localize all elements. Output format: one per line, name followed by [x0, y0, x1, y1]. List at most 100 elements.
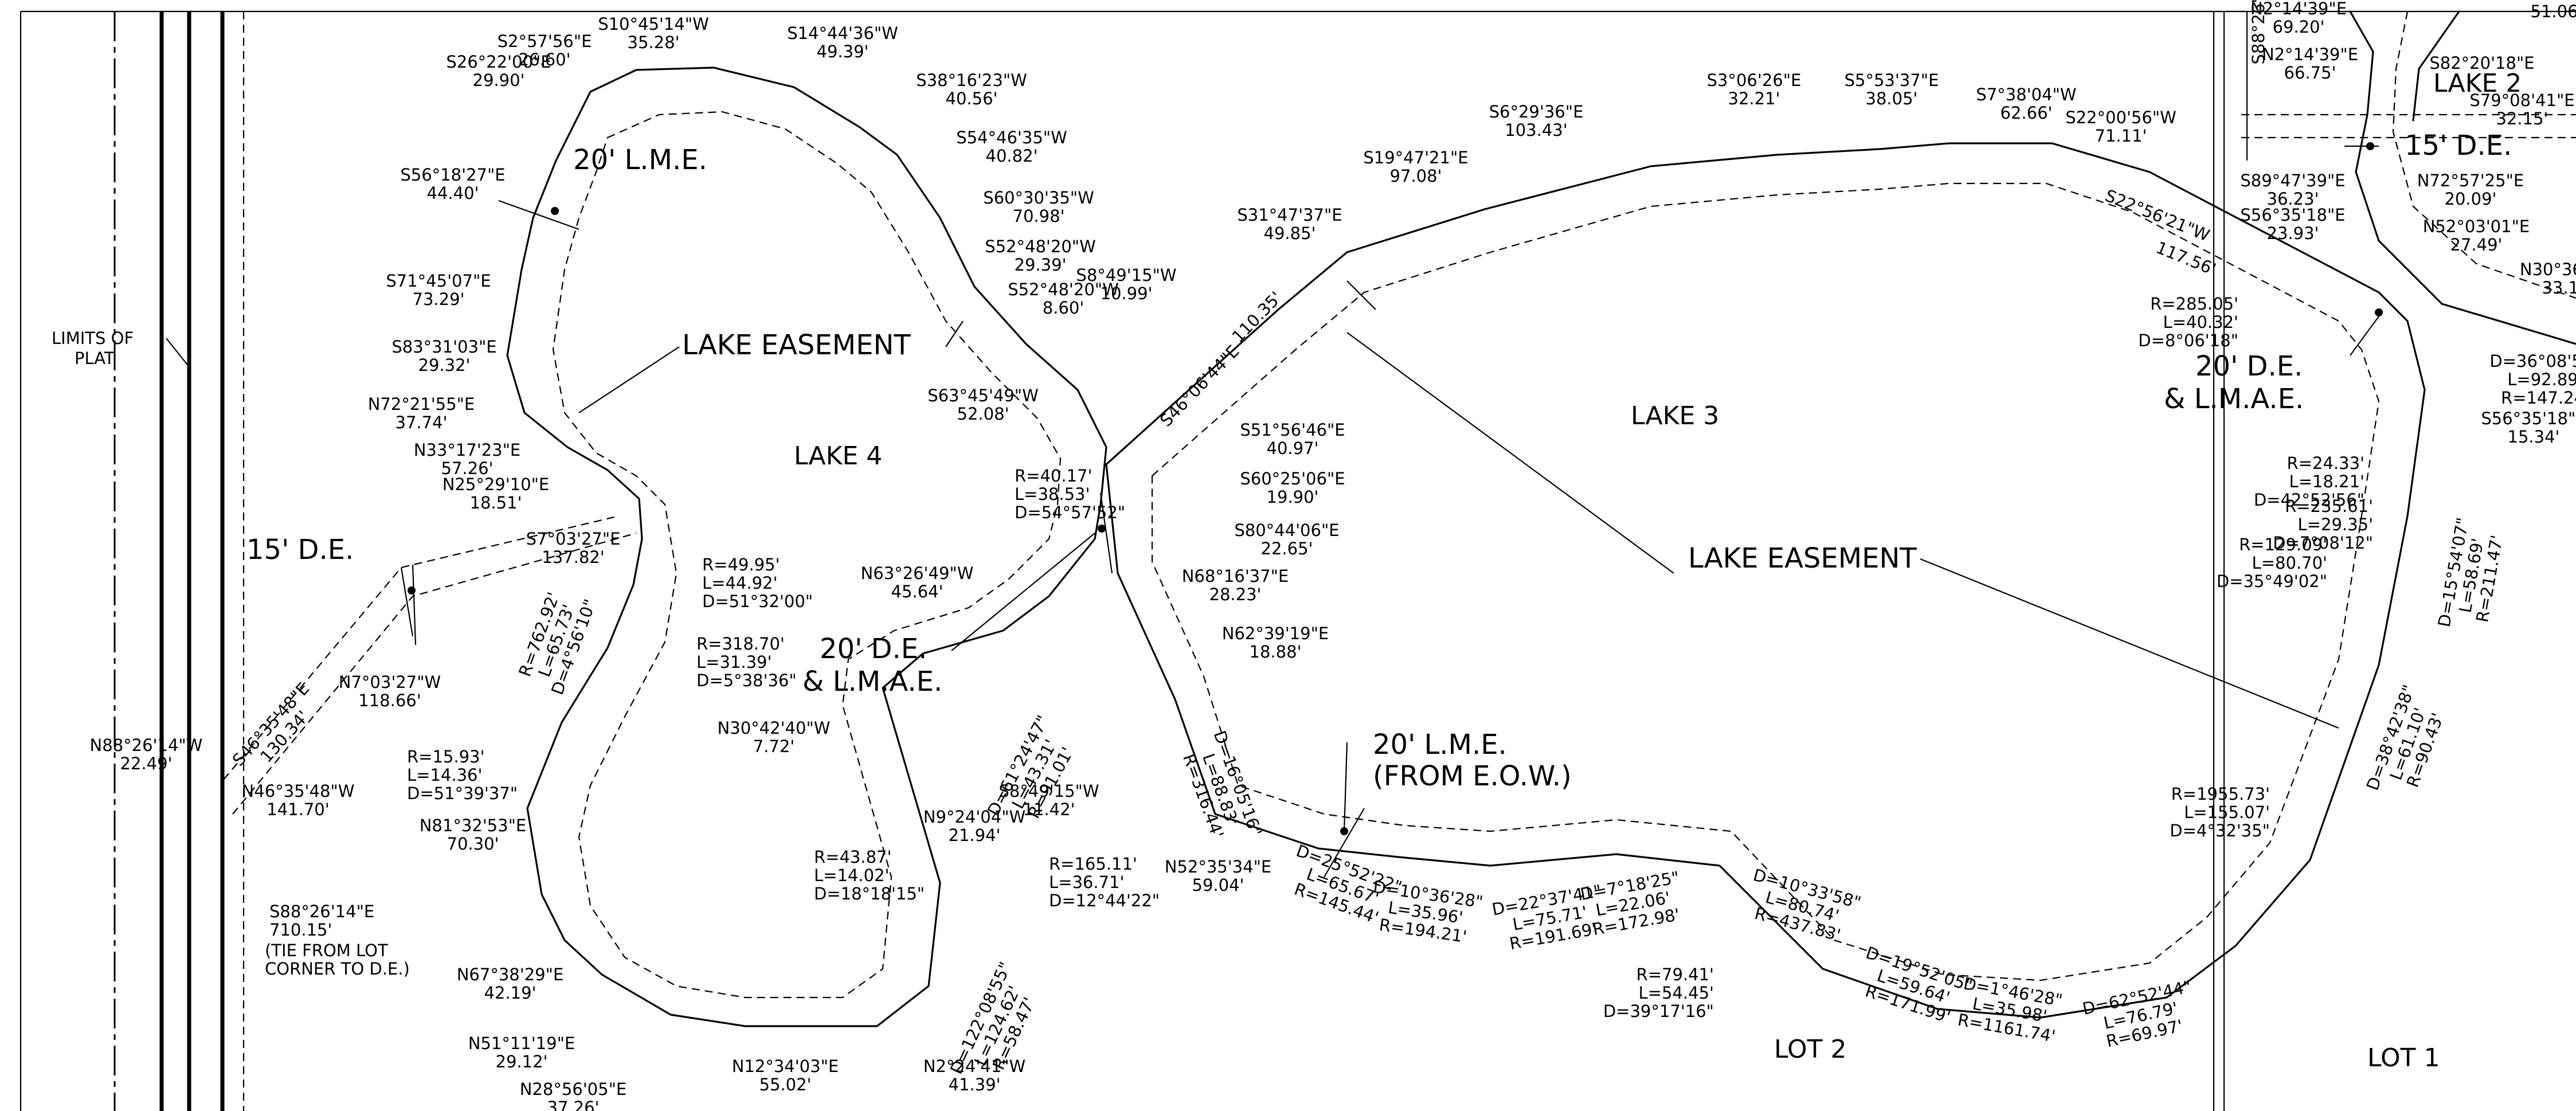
- lake4-call-line: S71°45'07"E: [386, 271, 491, 291]
- lake3-curve-line: L=155.07': [2184, 803, 2270, 822]
- lake4-call-line: 42.19': [484, 983, 537, 1003]
- lake4-call-line: S2°57'56"E: [498, 32, 592, 51]
- lake4-call-line: 11.42': [1023, 800, 1075, 819]
- lake4-curve-line: L=36.71': [1049, 873, 1124, 892]
- lake3-call-line: S22°00'56"W: [2065, 108, 2176, 127]
- lake4-call-line: N28°56'05"E: [520, 1079, 627, 1099]
- lake3-call-line: 32.21': [1728, 89, 1780, 108]
- easement-call-line: S7°03'27"E: [526, 529, 621, 549]
- lake3-call-line: S31°47'37"E: [1237, 205, 1342, 225]
- lake3-curve: R=1955.73'L=155.07'D=4°32'35": [2170, 784, 2270, 840]
- lme-eow-label-1: 20' L.M.E.: [1373, 729, 1507, 761]
- lake4-curve: R=40.17'L=38.53'D=54°57'52": [1015, 466, 1125, 522]
- limits-label-2: PLAT: [75, 349, 115, 368]
- easement-call-line: 710.15': [269, 920, 332, 940]
- right-call-line: N72°57'25"E: [2417, 171, 2524, 190]
- easement-call-line: N46°35'48"W: [242, 781, 355, 801]
- sheet-frame: [19, 10, 2576, 1111]
- lake4-curve-line: D=54°57'52": [1015, 503, 1125, 522]
- right-curve-line: R=129.09': [2239, 535, 2327, 554]
- lake4-call-line: N51°11'19"E: [468, 1034, 576, 1053]
- lake4-curve: R=165.11'L=36.71'D=12°44'22": [1049, 854, 1160, 910]
- lake3-curve-rot: D=10°36'28"L=35.96'R=194.21': [1367, 877, 1484, 948]
- lake3-curve-line: R=79.41': [1637, 965, 1714, 984]
- lake4-call-line: N72°21'55"E: [368, 394, 475, 414]
- lake3-call-line: 71.11': [2095, 126, 2147, 146]
- easement-call-line: 137.82': [542, 547, 604, 567]
- lake4-curve: R=43.87'L=14.02'D=18°18'15": [814, 847, 925, 903]
- lake4-call-line: N30°42'40"W: [718, 718, 831, 738]
- lake4-curve-line: L=31.39': [696, 652, 772, 672]
- lake4-call-line: 40.56': [946, 89, 998, 108]
- lake3-call-line: N62°39'19"E: [1222, 624, 1329, 643]
- lake3-call-line: 62.66': [2000, 103, 2053, 123]
- right-call: N30°36'57"33.18': [2520, 260, 2576, 298]
- right-curve-line: L=40.32': [2163, 312, 2238, 332]
- lake4-curve: R=318.70'L=31.39'D=5°38'36": [696, 634, 797, 690]
- lake4-curve-line: L=14.36': [407, 765, 482, 785]
- lake3-call-line: S5°53'37"E: [1845, 71, 1939, 90]
- lake4-call-line: 37.26': [547, 1098, 600, 1111]
- lake3-label: LAKE 3: [1631, 401, 1719, 431]
- right-curve-line: R=235.61': [2285, 496, 2373, 516]
- right-curve-line: D=35°49'02": [2217, 572, 2327, 591]
- right-curve-line: D=8°06'18": [2138, 331, 2238, 350]
- plat-labels: LIMITS OF PLAT LAKE 4 LAKE 3 LAKE 2 LOT …: [52, 69, 2522, 1073]
- lake3-curve-rot-line: L=92.89': [2507, 370, 2576, 389]
- lake2-boundary: [2349, 10, 2576, 345]
- lake4-call-line: S52°48'20"W: [985, 237, 1096, 256]
- lake3-curve-rot: D=19°52'05"L=59.64'R=171.99': [1852, 942, 1975, 1030]
- right-curve-line: L=18.21': [2289, 472, 2364, 491]
- lake4-curve-line: R=40.17': [1015, 466, 1092, 486]
- lake4-curve-line: L=44.92': [702, 573, 777, 593]
- lot1-label: LOT 1: [2367, 1043, 2440, 1073]
- lake4-call-line: S54°46'35"W: [956, 128, 1067, 147]
- lake3-call-line: S60°25'06"E: [1240, 469, 1345, 488]
- lake3-curve-rot: D=16°05'16"L=88.83'R=316.44': [1175, 728, 1266, 851]
- lake4-call-line: 26.60': [519, 50, 571, 69]
- lake3-call-line: 97.08': [1390, 166, 1442, 186]
- lake4-call-line: N33°17'23"E: [414, 440, 521, 460]
- right-call: S88°26'14": [2249, 0, 2268, 64]
- lake4-call-line: 7.72': [753, 737, 795, 756]
- lake4-dashed-offset: [552, 111, 1062, 999]
- lake4-boundary: [506, 66, 1107, 1027]
- lake4-curve-line: D=51°39'37": [407, 784, 518, 803]
- lake4-call-line: N12°34'03"E: [732, 1057, 839, 1076]
- right-curve: R=129.09'L=80.70'D=35°49'02": [2217, 535, 2327, 591]
- easement-call-line: N7°03'27"W: [339, 672, 441, 692]
- right-call-line: 66.75': [2284, 63, 2336, 83]
- right-call-line: S56°35'18"E: [2240, 205, 2345, 225]
- lake3-call-line: 18.88': [1250, 642, 1302, 662]
- right-call-line: 69.20': [2273, 17, 2325, 37]
- lake3-call-line: S3°06'26"E: [1707, 71, 1802, 90]
- lake3-call-line: 22.65': [1261, 539, 1313, 558]
- lme-eow-label-2: (FROM E.O.W.): [1373, 760, 1572, 792]
- lake3-call-line: 59.04': [1192, 875, 1244, 895]
- lake4-curve-line: L=38.53': [1015, 484, 1090, 504]
- right-call-line: S89°47'39"E: [2240, 171, 2345, 190]
